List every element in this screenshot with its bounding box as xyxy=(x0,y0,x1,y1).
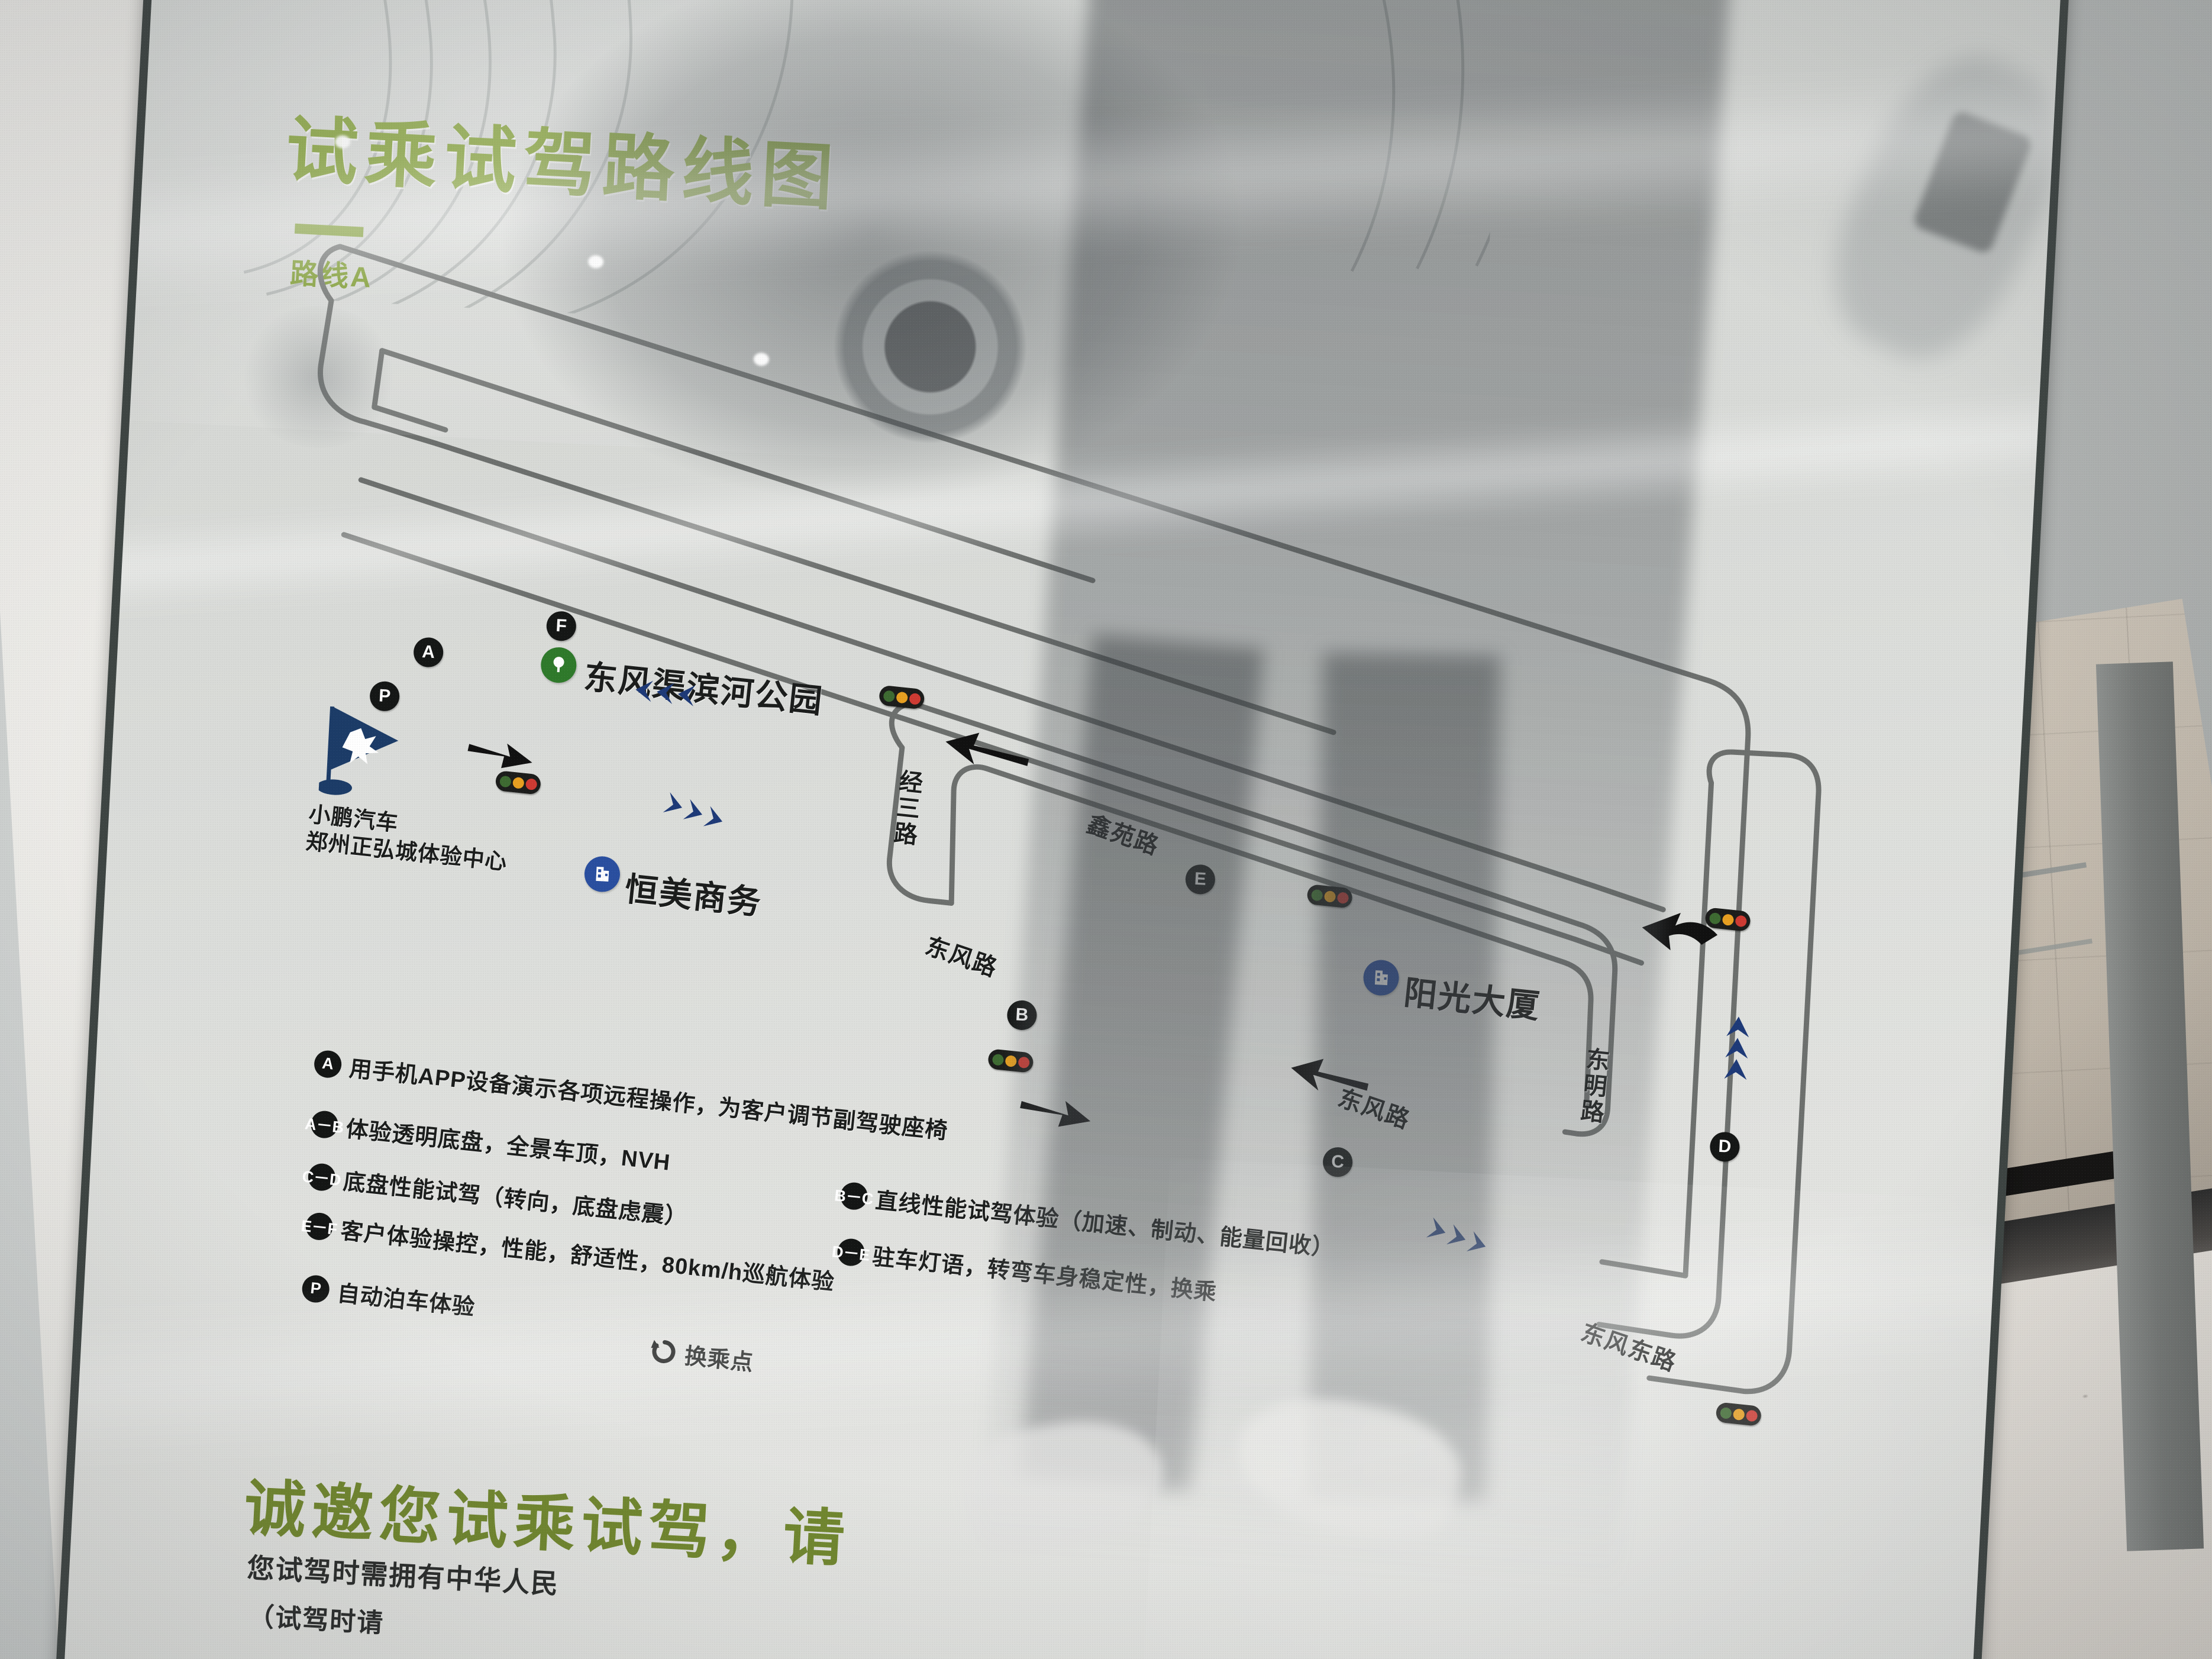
sign-face: 试乘试驾路线图 路线A xyxy=(63,0,2061,1659)
direction-arrow-right-1 xyxy=(467,743,532,769)
direction-arrow-left-1 xyxy=(945,732,1029,766)
sunshine-building-icon xyxy=(1362,959,1400,997)
chevron-arrows-left-1 xyxy=(626,676,699,709)
chevron-arrows-up xyxy=(1722,1012,1752,1085)
hengmei-building-icon xyxy=(583,855,621,893)
chevron-arrows-right-2 xyxy=(1422,1214,1498,1262)
route-map-sign-panel: 试乘试驾路线图 路线A xyxy=(54,0,2070,1659)
direction-arrow-left-2 xyxy=(1291,1058,1369,1091)
xpeng-flag-icon xyxy=(317,700,412,805)
direction-arrow-right-2 xyxy=(1020,1100,1091,1127)
chevron-arrows-right-1 xyxy=(659,789,735,837)
route-diagram xyxy=(317,244,1822,1395)
direction-arrow-uturn-left xyxy=(1642,912,1718,951)
legend-item-transfer: 换乘点 xyxy=(649,1334,755,1377)
swap-icon xyxy=(650,1337,678,1366)
park-icon xyxy=(540,646,577,684)
